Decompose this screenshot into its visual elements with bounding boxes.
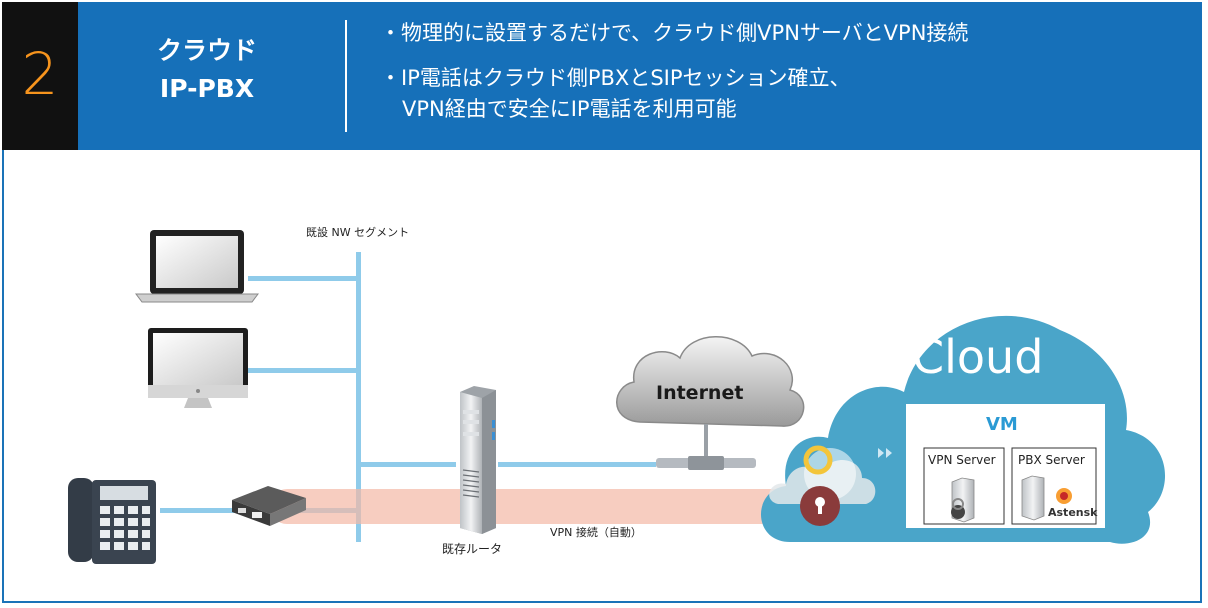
router-label: 既存ルータ xyxy=(442,542,503,556)
cloud-label: Cloud xyxy=(912,330,1044,384)
router-tower-icon xyxy=(460,386,496,534)
header-divider xyxy=(345,20,347,132)
vpn-box-device-icon xyxy=(232,486,306,526)
step-number-box: 2 xyxy=(2,2,78,150)
vm-label: VM xyxy=(986,414,1018,435)
vpn-server-box xyxy=(923,447,1005,525)
pbx-server-box xyxy=(1011,447,1097,525)
laptop-icon xyxy=(135,230,259,303)
ip-phone-icon xyxy=(68,478,156,564)
vpn-connection-label: VPN 接続（自動） xyxy=(550,526,642,539)
asterisk-label: Astensk xyxy=(1048,506,1098,519)
bullet-1: ・物理的に設置するだけで、クラウド側VPNサーバとVPN接続 xyxy=(380,21,969,45)
title-line-1: クラウド xyxy=(156,36,257,65)
pbx-server-label: PBX Server xyxy=(1018,453,1085,467)
cloud-security-icon xyxy=(769,445,892,526)
vpn-server-label: VPN Server xyxy=(928,453,996,467)
feature-bullets: ・物理的に設置するだけで、クラウド側VPNサーバとVPN接続 ・IP電話はクラウ… xyxy=(380,18,968,125)
title-line-2: IP-PBX xyxy=(159,74,255,103)
internet-label: Internet xyxy=(656,382,744,404)
bullet-2-continued: VPN経由で安全にIP電話を利用可能 xyxy=(402,97,737,121)
internet-cloud-icon xyxy=(616,336,805,470)
desktop-monitor-icon xyxy=(148,328,248,408)
segment-label: 既設 NW セグメント xyxy=(306,226,410,239)
section-title: クラウド IP-PBX xyxy=(102,32,312,108)
bullet-2: ・IP電話はクラウド側PBXとSIPセッション確立、 xyxy=(380,66,851,90)
header-banner: 2 クラウド IP-PBX ・物理的に設置するだけで、クラウド側VPNサーバとV… xyxy=(2,2,1202,150)
step-number: 2 xyxy=(21,40,59,108)
